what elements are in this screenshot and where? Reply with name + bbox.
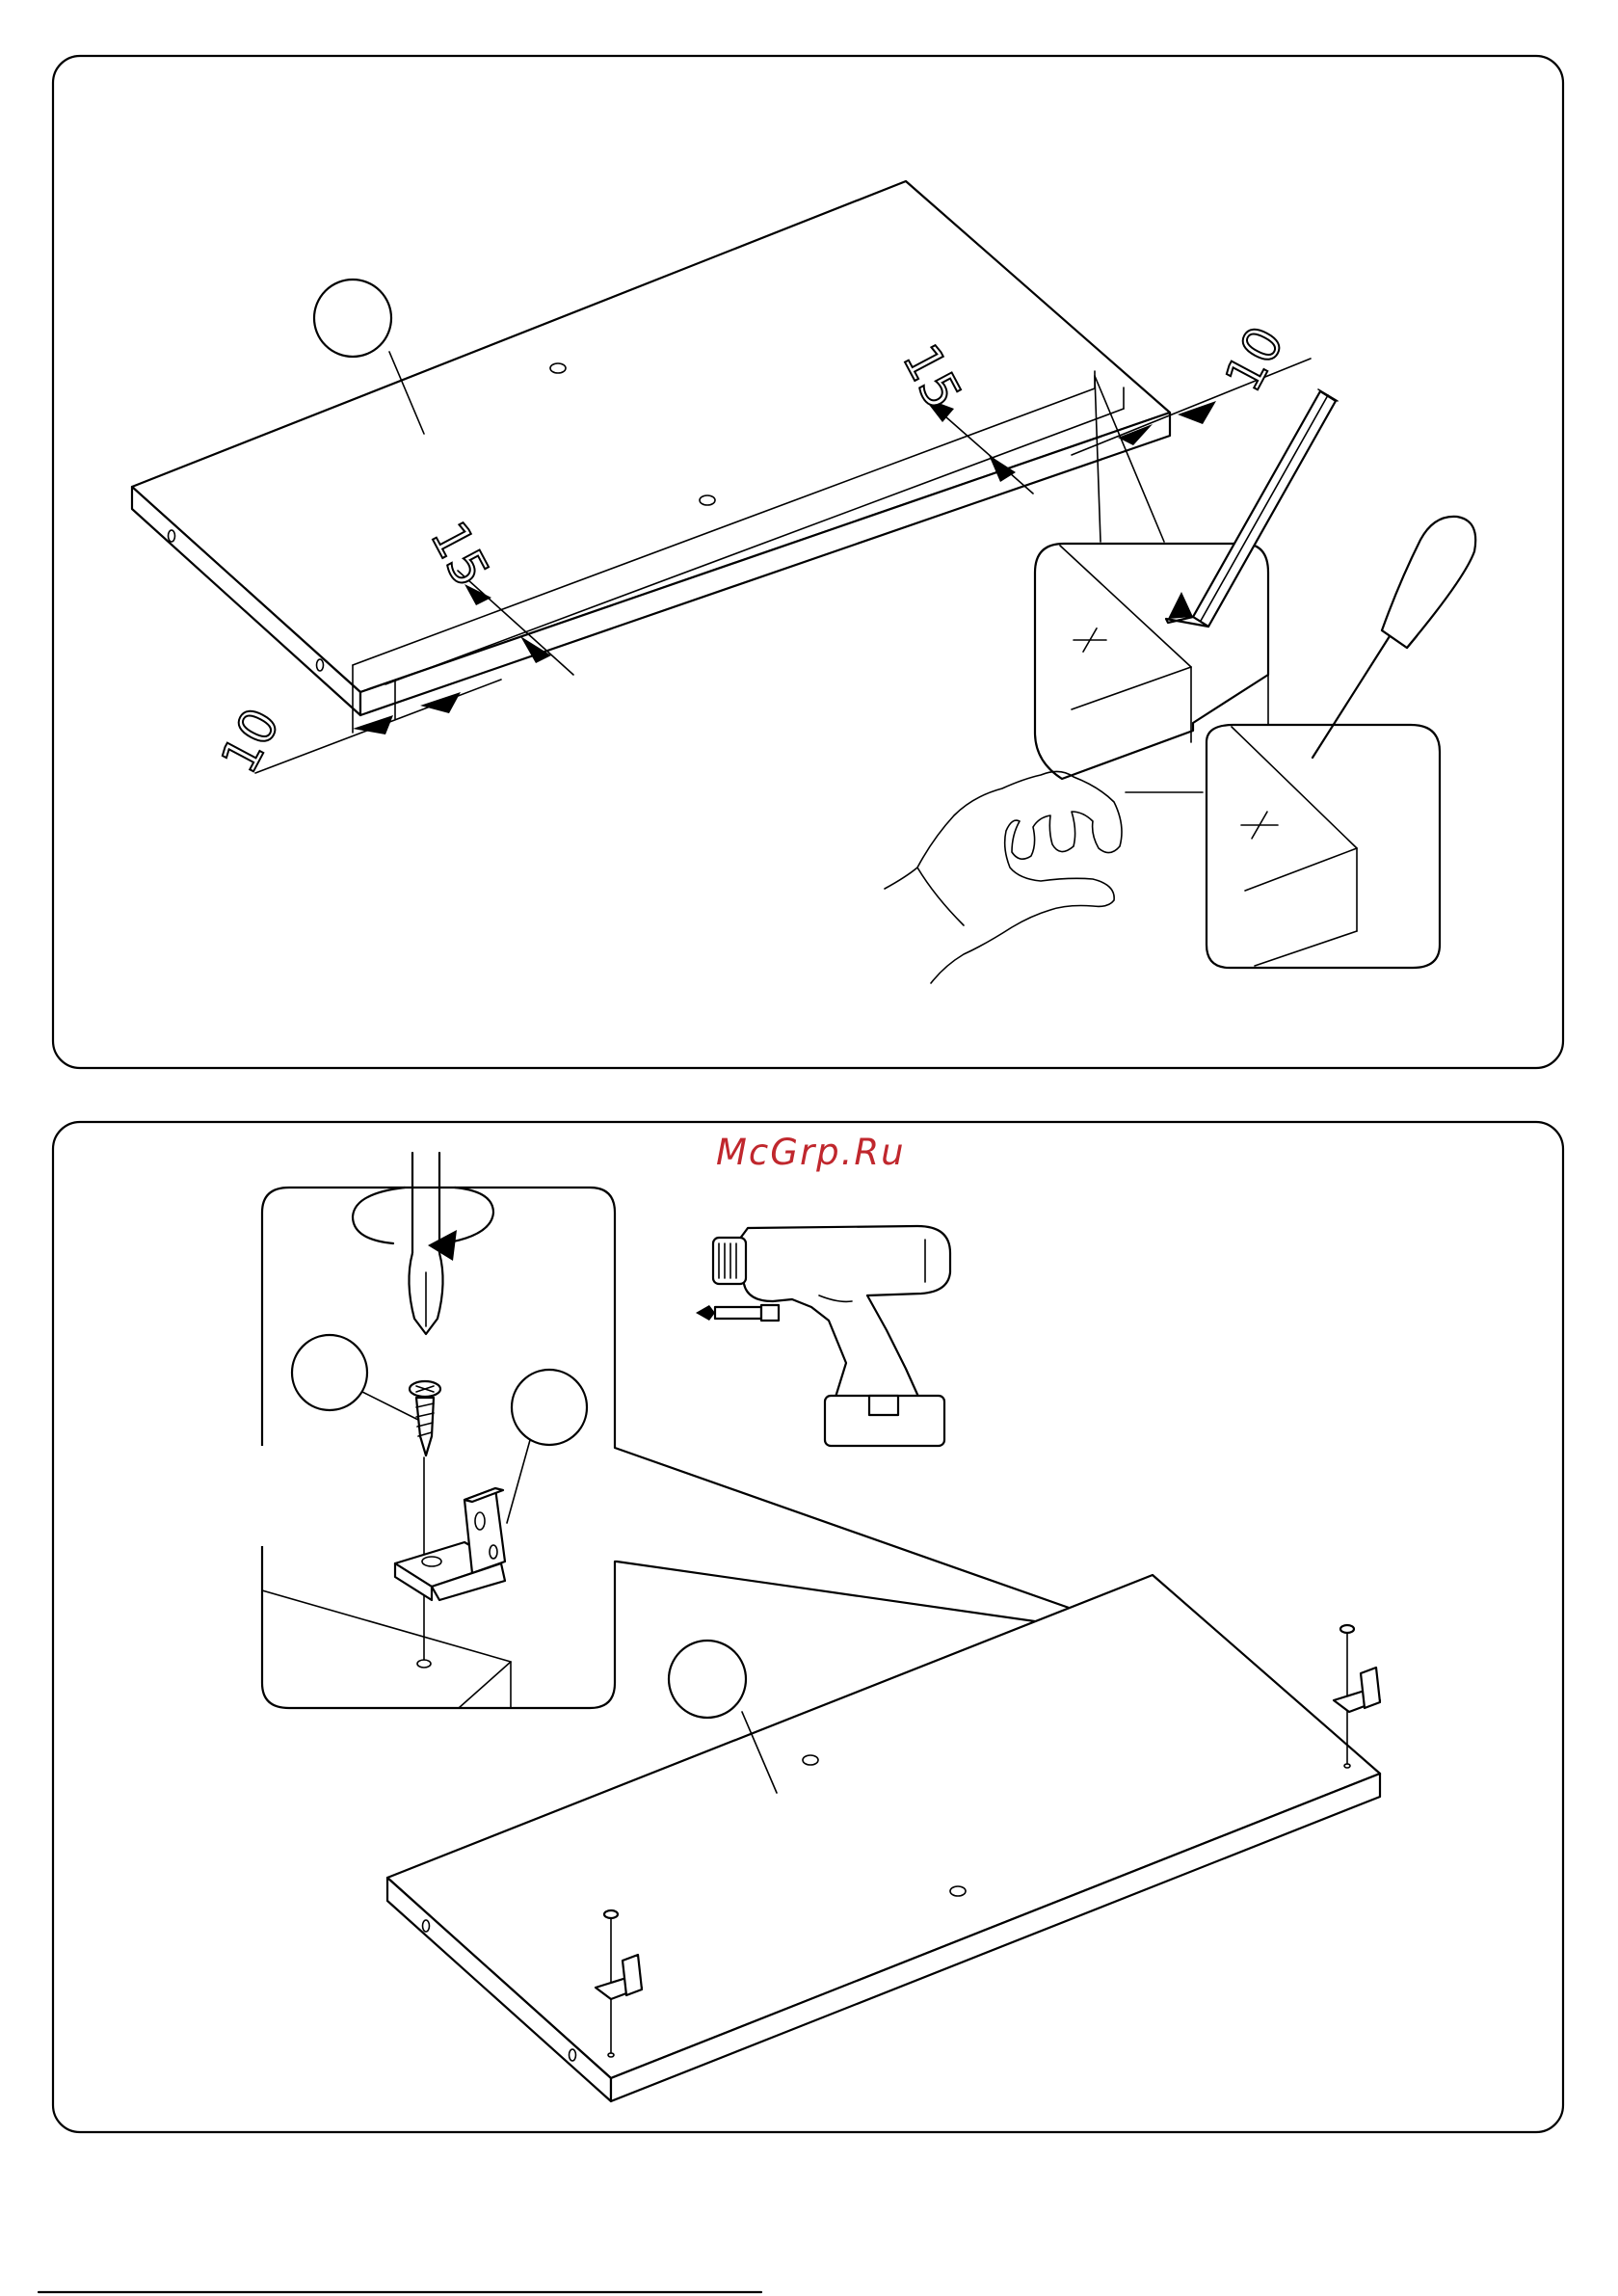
watermark-text: McGrp.Ru	[716, 1132, 906, 1173]
hand-icon	[885, 771, 1122, 983]
board-callout-circle	[669, 1641, 746, 1718]
panel-2-bracket-mounting	[53, 1122, 1563, 2132]
svg-text:10: 10	[1215, 318, 1296, 402]
part-callout-circle	[314, 280, 391, 357]
drill-bit-icon	[696, 1305, 779, 1321]
screw-callout-circle	[292, 1335, 367, 1410]
cordless-drill-icon	[713, 1226, 950, 1446]
svg-text:10: 10	[211, 700, 292, 784]
awl-icon	[1313, 517, 1475, 758]
board-top	[132, 181, 1170, 715]
bracket-callout-circle	[512, 1370, 587, 1445]
panel-1-marking: 10 15 15 10	[53, 56, 1563, 1068]
